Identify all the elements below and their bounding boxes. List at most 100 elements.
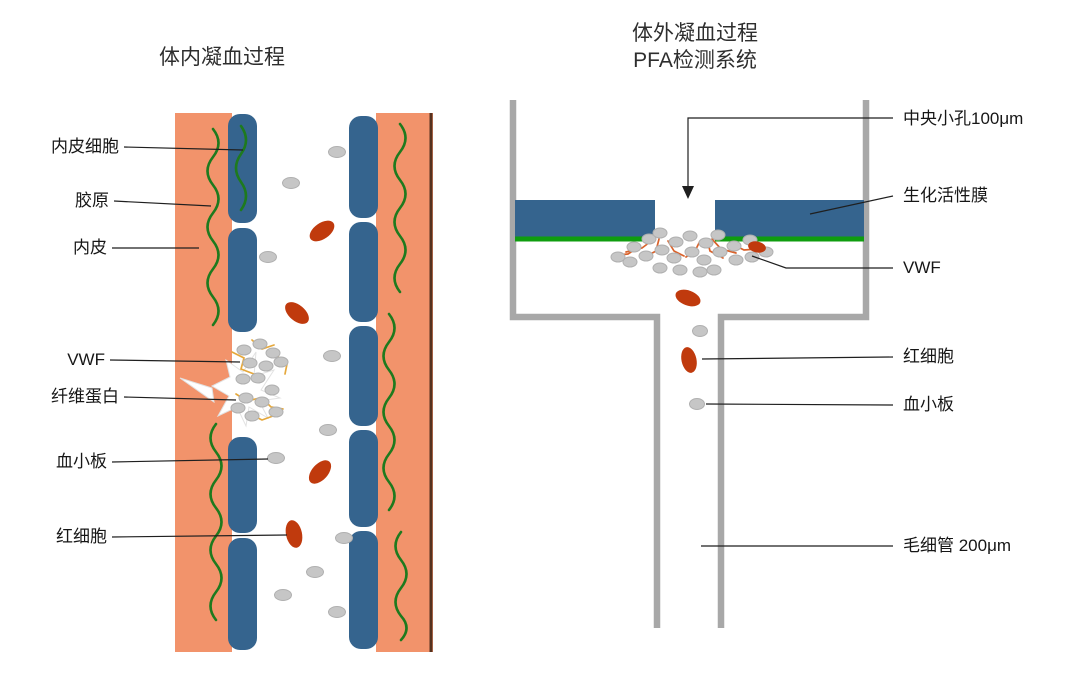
platelet bbox=[265, 347, 281, 359]
label-central-aperture: 中央小孔100μm bbox=[903, 109, 1023, 128]
endothelial-cell bbox=[349, 326, 378, 426]
platelet bbox=[238, 392, 254, 404]
label-capillary: 毛细管 200μm bbox=[903, 536, 1011, 555]
fibrin-clot bbox=[210, 351, 282, 428]
red-blood-cell bbox=[681, 347, 697, 373]
platelet bbox=[254, 396, 270, 408]
lumen-platelets bbox=[259, 146, 353, 618]
platelet bbox=[728, 254, 744, 266]
platelet bbox=[744, 251, 760, 263]
red-blood-cell bbox=[308, 460, 332, 484]
platelet bbox=[626, 241, 642, 253]
right-title-line2: PFA检测系统 bbox=[633, 49, 757, 72]
right-title-line1: 体外凝血过程 bbox=[632, 22, 758, 45]
leader-red-blood-cell bbox=[701, 356, 894, 360]
membrane-left bbox=[515, 200, 655, 237]
platelet bbox=[638, 250, 654, 262]
collagen-fiber bbox=[393, 122, 407, 294]
red-blood-cell bbox=[675, 289, 701, 307]
platelet bbox=[684, 246, 700, 258]
label-platelet: 血小板 bbox=[903, 395, 954, 414]
platelet bbox=[610, 251, 626, 263]
right-diagram: 体外凝血过程 PFA检测系统 中央小孔100μm 生化活性膜 VWF 红细胞 血… bbox=[509, 22, 1023, 628]
leader-platelet bbox=[111, 458, 269, 463]
leader-platelet bbox=[705, 403, 894, 406]
platelet bbox=[273, 356, 289, 368]
fibrin-clot bbox=[179, 377, 215, 404]
label-vwf: VWF bbox=[67, 350, 105, 369]
platelet bbox=[268, 406, 284, 418]
red-blood-cell bbox=[748, 241, 766, 253]
label-vwf: VWF bbox=[903, 258, 941, 277]
endothelial-cell bbox=[228, 437, 257, 533]
platelet bbox=[258, 360, 274, 372]
vwf-strand bbox=[231, 351, 255, 375]
platelet bbox=[319, 424, 337, 436]
platelet bbox=[328, 606, 346, 618]
endothelial-cell bbox=[349, 430, 378, 527]
label-active-membrane: 生化活性膜 bbox=[903, 186, 988, 205]
aperture-arrowhead-icon bbox=[682, 186, 694, 199]
red-blood-cell bbox=[285, 302, 309, 324]
label-fibrin: 纤维蛋白 bbox=[51, 387, 119, 406]
platelet bbox=[698, 237, 714, 249]
red-blood-cell bbox=[285, 520, 303, 548]
platelet bbox=[264, 384, 280, 396]
label-platelet: 血小板 bbox=[56, 452, 107, 471]
platelet bbox=[252, 338, 268, 350]
platelet bbox=[652, 262, 668, 274]
platelet bbox=[250, 372, 266, 384]
collagen-fiber bbox=[209, 422, 223, 622]
aperture-platelet-plug bbox=[610, 227, 774, 278]
label-red-blood-cell: 红细胞 bbox=[903, 347, 954, 366]
platelet bbox=[692, 266, 708, 278]
left-diagram: 体内凝血过程 内皮细胞 胶原 内皮 VWF 纤维蛋白 血小板 红细胞 bbox=[51, 46, 433, 652]
platelet bbox=[706, 264, 722, 276]
collagen-fiber bbox=[234, 124, 248, 212]
platelet bbox=[244, 410, 260, 422]
collagen-fiber bbox=[394, 530, 408, 642]
platelet bbox=[666, 252, 682, 264]
platelet bbox=[230, 402, 246, 414]
leader-vwf bbox=[751, 255, 893, 269]
left-title: 体内凝血过程 bbox=[159, 46, 285, 69]
platelet bbox=[335, 532, 353, 544]
red-blood-cell bbox=[309, 220, 335, 242]
platelet bbox=[696, 254, 712, 266]
endothelial-cell bbox=[228, 114, 257, 223]
platelet bbox=[323, 350, 341, 362]
platelet bbox=[235, 373, 251, 385]
leader-vwf bbox=[109, 359, 241, 363]
platelet bbox=[654, 244, 670, 256]
platelet bbox=[622, 256, 638, 268]
endothelial-cell bbox=[349, 531, 378, 649]
platelet bbox=[306, 566, 324, 578]
endothelial-cell bbox=[228, 228, 257, 332]
platelet bbox=[282, 177, 300, 189]
platelet bbox=[328, 146, 346, 158]
platelet bbox=[267, 452, 285, 464]
leader-collagen bbox=[113, 200, 212, 207]
label-endothelium: 内皮 bbox=[73, 238, 107, 257]
platelet bbox=[712, 246, 728, 258]
platelet bbox=[682, 230, 698, 242]
platelet bbox=[726, 240, 742, 252]
collagen-fiber bbox=[382, 312, 396, 512]
platelet bbox=[242, 357, 258, 369]
platelet bbox=[668, 236, 684, 248]
leader-fibrin bbox=[123, 396, 237, 401]
endothelial-cell bbox=[349, 116, 378, 218]
cup-right-wall bbox=[717, 100, 870, 628]
label-red-blood-cell: 红细胞 bbox=[56, 527, 107, 546]
leader-red-blood-cell bbox=[111, 534, 288, 538]
lumen-red-blood-cells bbox=[285, 220, 335, 548]
platelet bbox=[652, 227, 668, 239]
label-collagen: 胶原 bbox=[75, 191, 109, 210]
cup-left-wall bbox=[509, 100, 661, 628]
leader-endothelial-cells bbox=[123, 146, 244, 151]
platelet bbox=[259, 251, 277, 263]
endothelial-cell bbox=[228, 538, 257, 650]
membrane-right bbox=[715, 200, 864, 237]
